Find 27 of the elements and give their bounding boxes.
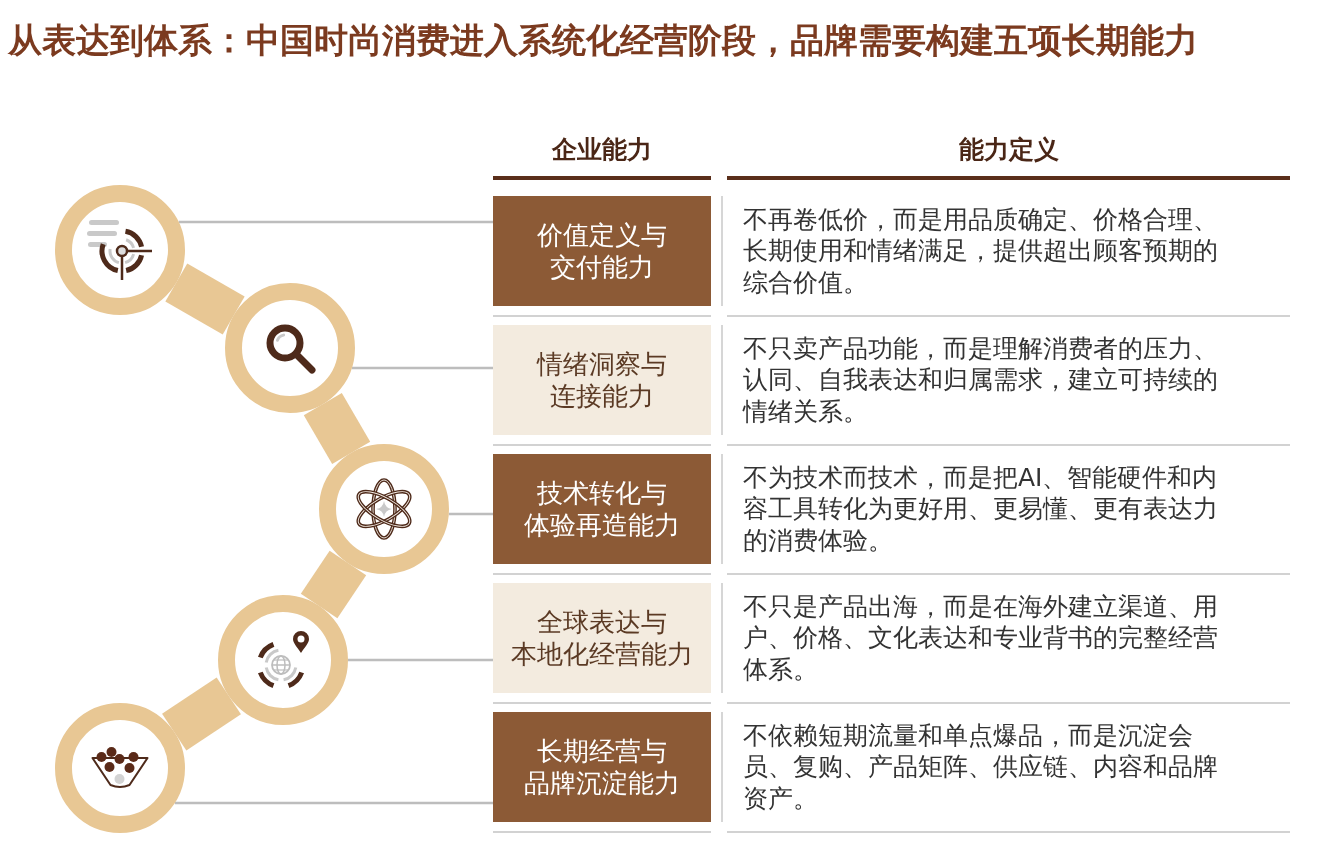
connector-band [303, 393, 371, 464]
capability-box [493, 712, 711, 822]
connector-band [162, 677, 241, 751]
capability-name: 全球表达与本地化经营能力 [510, 606, 694, 670]
capability-box [493, 325, 711, 435]
title: 从表达到体系：中国时尚消费进入系统化经营阶段，品牌需要构建五项长期能力 [8, 20, 1198, 61]
capability-name: 长期经营与品牌沉淀能力 [523, 735, 681, 799]
definition-text: 不依赖短期流量和单点爆品，而是沉淀会员、复购、产品矩阵、供应链、内容和品牌资产。 [743, 719, 1219, 815]
capability-box [493, 454, 711, 564]
connector-band [300, 550, 367, 619]
connector-line [348, 658, 493, 662]
connector-band [165, 263, 245, 335]
connector-line [174, 801, 493, 805]
connector-line [178, 220, 493, 224]
column-header: 企业能力 [552, 134, 652, 166]
definition-text: 不再卷低价，而是用品质确定、价格合理、长期使用和情绪满足，提供超出顾客预期的综合价值。 [743, 203, 1219, 299]
connector-line [351, 366, 493, 370]
definition-text: 不为技术而技术，而是把AI、智能硬件和内容工具转化为更好用、更易懂、更有表达力的消费体验。 [743, 461, 1219, 557]
capability-name: 情绪洞察与连接能力 [535, 348, 668, 412]
connector-line [448, 512, 493, 516]
capability-box [493, 583, 711, 693]
definition-text: 不只卖产品功能，而是理解消费者的压力、认同、自我表达和归属需求，建立可持续的情绪关系。 [743, 332, 1219, 428]
capability-name: 价值定义与交付能力 [536, 219, 668, 283]
capability-box [493, 196, 711, 306]
capability-name: 技术转化与体验再造能力 [523, 477, 681, 541]
column-header: 能力定义 [958, 134, 1059, 166]
definition-text: 不只是产品出海，而是在海外建立渠道、用户、价格、文化表达和专业背书的完整经营体系。 [743, 590, 1219, 686]
